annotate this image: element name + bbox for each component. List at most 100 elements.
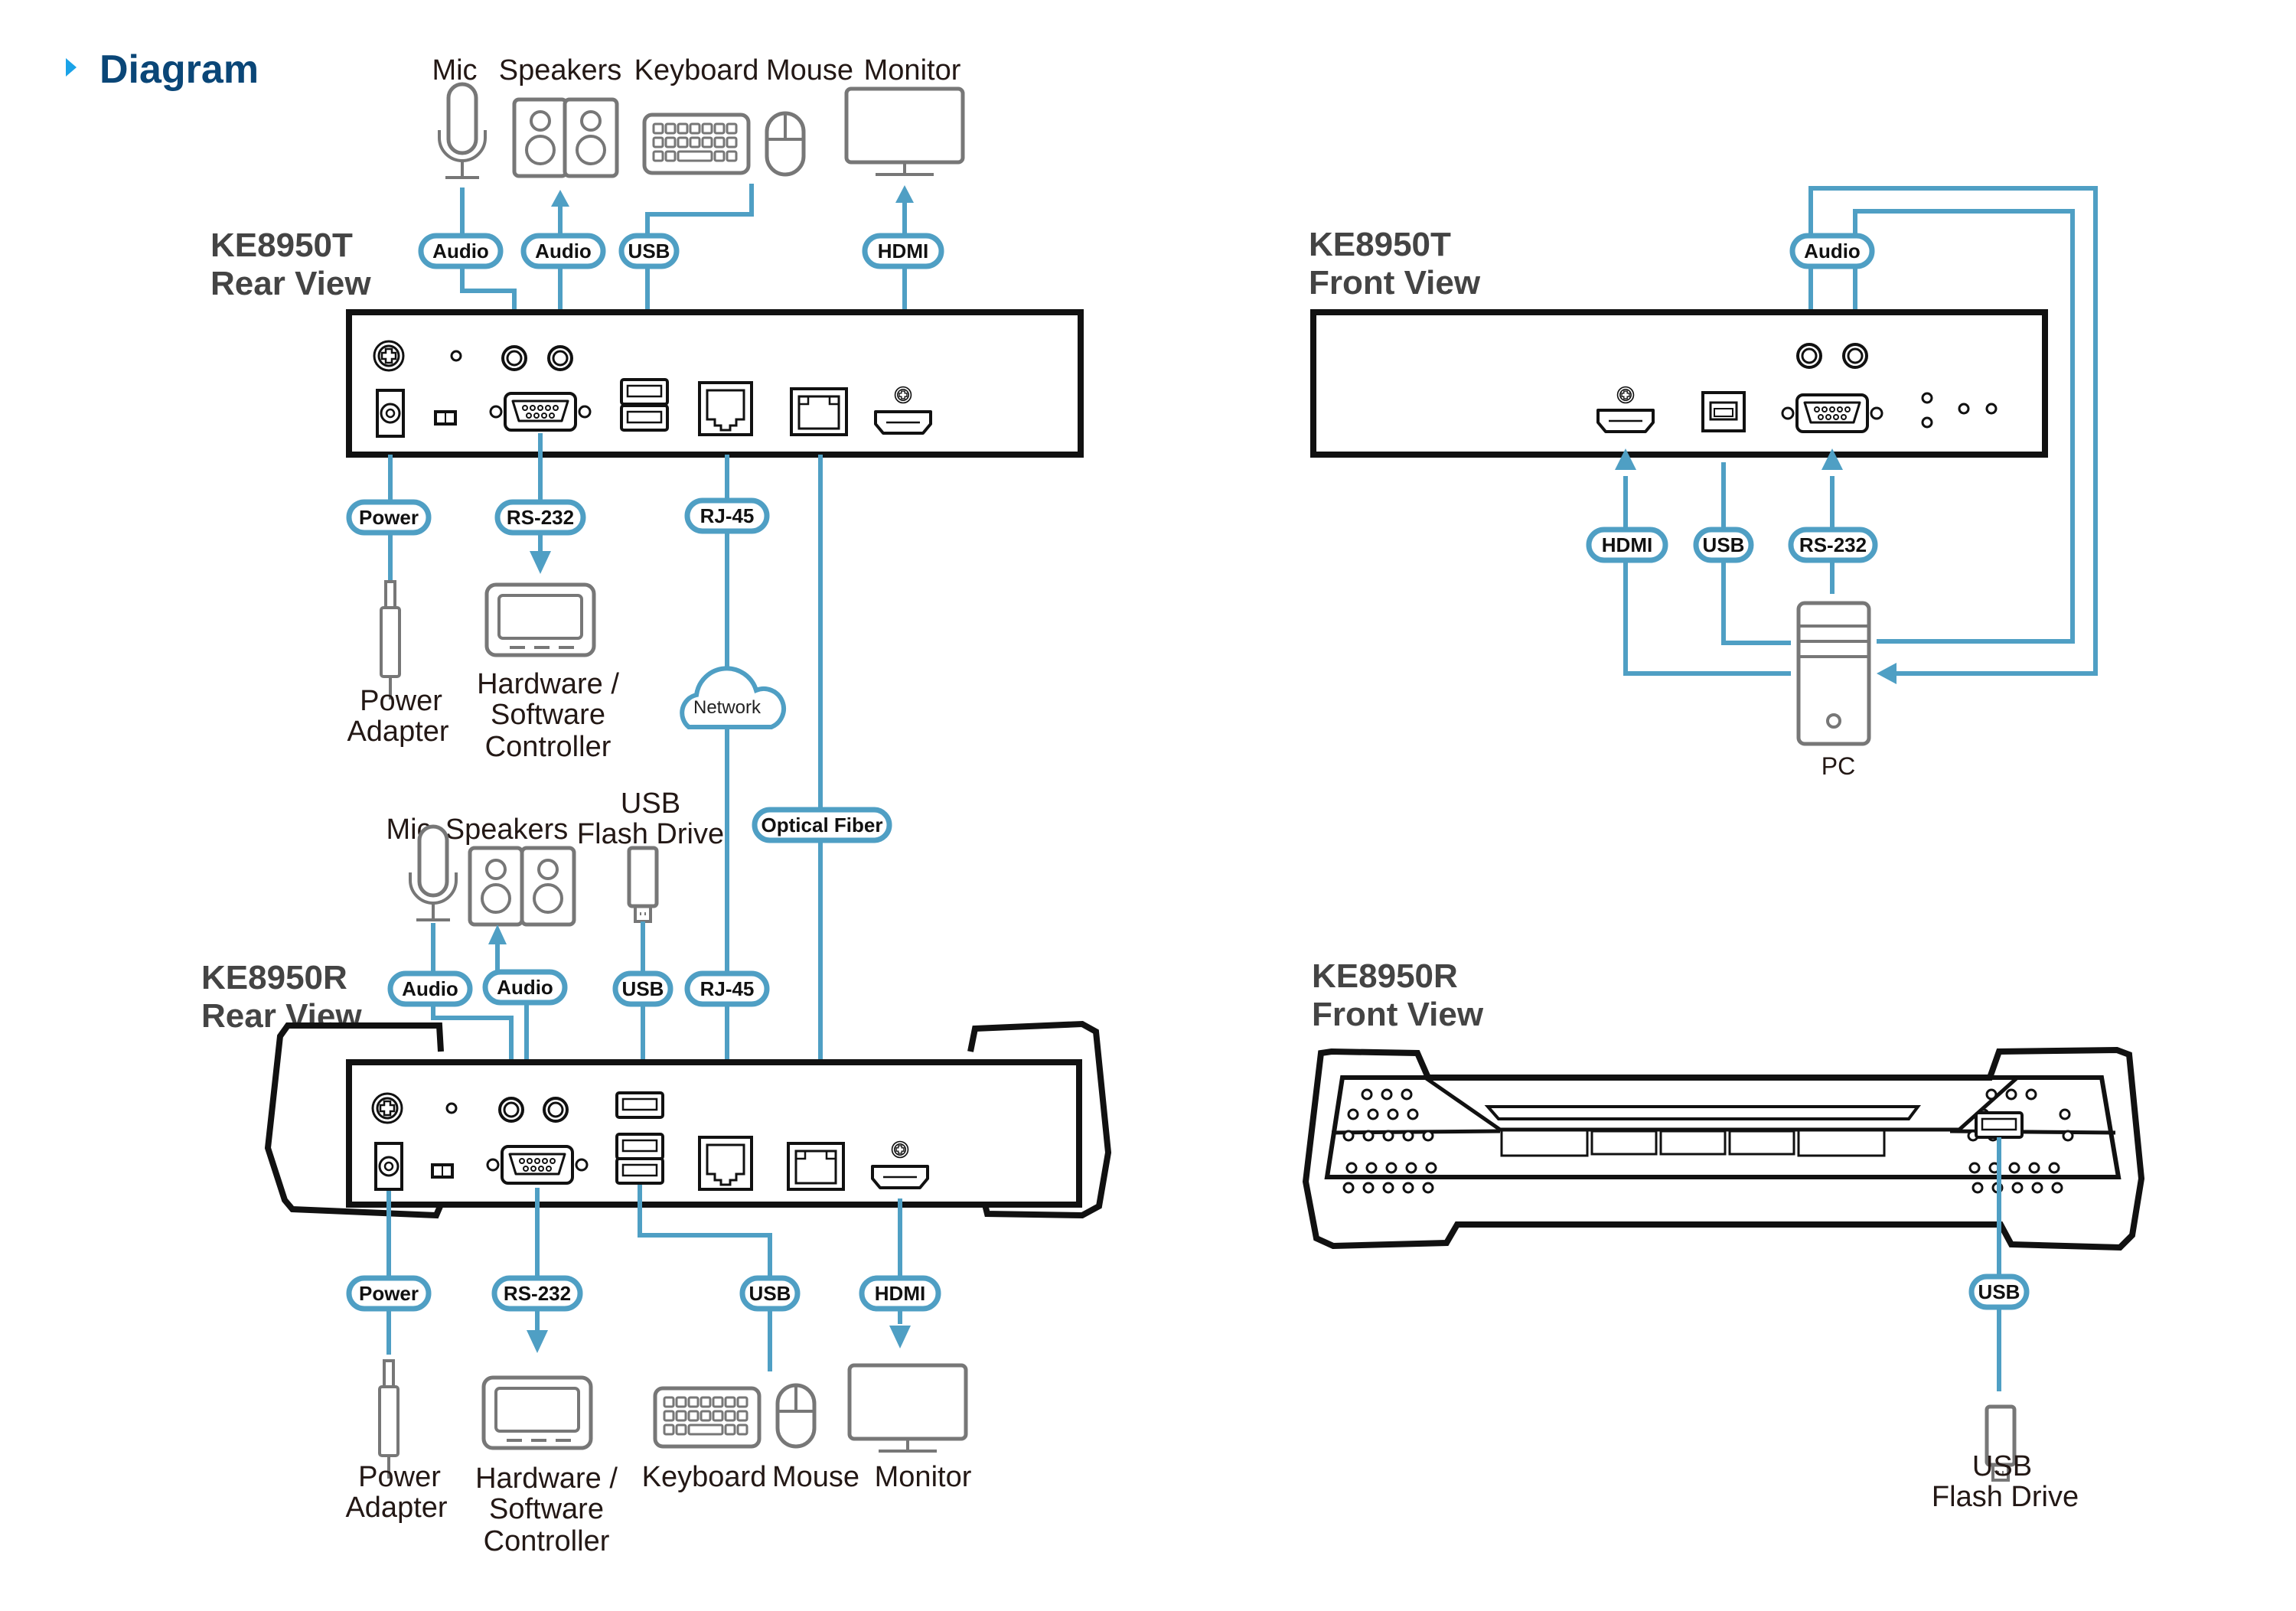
section-header: Diagram [66, 47, 259, 92]
hdmi-ground-icon [894, 386, 912, 404]
ke8950t-front-chassis [1310, 309, 2048, 458]
front-audio-in-port [1796, 343, 1822, 369]
front-rs232-port [1781, 393, 1883, 433]
controller-label-3: Controller [485, 731, 612, 763]
ke8950r-rear-model: KE8950R [201, 959, 347, 996]
vent-holes-left [1342, 1088, 1437, 1194]
mouse-icon [767, 113, 804, 174]
audio-in-port-r [498, 1097, 524, 1123]
monitor-label-r: Monitor [875, 1461, 972, 1493]
svg-text:USB: USB [1703, 533, 1745, 556]
speakers-label-r: Speakers [445, 814, 569, 846]
cable-audio-out-r: Audio [482, 969, 568, 1006]
svg-text:USB: USB [622, 977, 664, 1000]
hdmi-port-r [871, 1165, 929, 1189]
keyboard-icon-r [655, 1388, 759, 1446]
rj45-port [698, 381, 753, 436]
front-usb-b-port [1701, 391, 1746, 432]
controller-icon-r [484, 1378, 591, 1448]
svg-text:Audio: Audio [402, 977, 458, 1000]
usb-port-2 [620, 404, 669, 432]
svg-text:HDMI: HDMI [878, 240, 928, 263]
bullet-triangle-icon [66, 58, 77, 77]
network-cloud-icon [680, 666, 786, 729]
controller-icon [487, 585, 594, 655]
dip-switch-r [431, 1163, 454, 1179]
cable-usb: USB [618, 233, 680, 269]
page-title: Diagram [99, 47, 259, 92]
ke8950r-front-view: KE8950R Front View USB USB Fla [1302, 957, 2145, 1513]
rs232-port-r [486, 1145, 589, 1185]
power-port [376, 389, 405, 438]
monitor-label: Monitor [864, 54, 961, 86]
cable-audio-out: Audio [520, 233, 606, 269]
svg-text:RS-232: RS-232 [507, 506, 574, 529]
rj45-port-r [698, 1136, 753, 1191]
cable-optical-fiber: Optical Fiber [752, 807, 892, 843]
power-adapter-label-r-2: Adapter [345, 1492, 447, 1524]
controller-label-r-3: Controller [484, 1525, 610, 1557]
optical-fiber-port [790, 387, 848, 436]
ke8950r-rear-view: KE8950R Rear View Mic Speakers USB Flash… [201, 788, 1112, 1557]
cable-hdmi: HDMI [862, 233, 944, 269]
front-usb-port-r [1975, 1111, 2024, 1139]
cable-rj45-r: RJ-45 [684, 970, 770, 1007]
network-label: Network [693, 697, 762, 718]
front-audio-out-port [1842, 343, 1868, 369]
pc-tower-icon [1799, 603, 1869, 744]
mic-label: Mic [432, 54, 477, 86]
speaker-right-icon [565, 99, 617, 176]
power-adapter-icon [380, 580, 401, 701]
optical-fiber-port-r [787, 1142, 845, 1191]
svg-text:RJ-45: RJ-45 [700, 977, 755, 1000]
keyboard-label-r: Keyboard [642, 1461, 767, 1493]
svg-text:Power: Power [359, 506, 419, 529]
usb-flash-label-front-2: Flash Drive [1932, 1481, 2079, 1513]
front-hdmi-port [1596, 409, 1655, 433]
svg-text:Optical Fiber: Optical Fiber [762, 814, 883, 836]
svg-text:USB: USB [628, 240, 670, 263]
svg-text:Power: Power [359, 1282, 419, 1305]
cable-hdmi-front: HDMI [1586, 527, 1668, 563]
controller-label: Hardware / [477, 668, 619, 700]
audio-in-port [501, 345, 527, 371]
cable-audio-in: Audio [418, 233, 504, 269]
controller-label-2: Software [491, 699, 605, 731]
power-port-r [374, 1142, 403, 1191]
ke8950t-rear-model: KE8950T [210, 227, 353, 264]
cable-usb-r-bottom: USB [739, 1275, 801, 1312]
svg-text:USB: USB [749, 1282, 791, 1305]
ke8950t-front-view: KE8950T Front View Audio HDMI USB RS-232… [1309, 186, 2098, 780]
microphone-icon [439, 84, 485, 178]
power-adapter-label-r: Power [358, 1461, 441, 1493]
dip-switch [434, 410, 457, 426]
svg-text:Audio: Audio [535, 240, 592, 263]
usb-port-1 [620, 378, 669, 406]
front-hdmi-ground-icon [1616, 386, 1635, 404]
ke8950t-rear-view-label: Rear View [210, 265, 371, 302]
svg-text:RJ-45: RJ-45 [700, 504, 755, 527]
usb-port-r-2 [615, 1133, 664, 1160]
cable-rs232-r: RS-232 [491, 1275, 583, 1312]
cable-power-r: Power [346, 1275, 432, 1312]
ke8950t-rear-view: KE8950T Rear View Mic Speakers Keyboard … [210, 54, 1084, 987]
ke8950t-front-view-label: Front View [1309, 264, 1481, 302]
speaker-right-icon-r [522, 848, 574, 925]
usb-flash-drive-icon-r [629, 848, 657, 921]
svg-text:RS-232: RS-232 [504, 1282, 571, 1305]
speakers-label: Speakers [499, 54, 622, 86]
ke8950r-front-view-label: Front View [1312, 996, 1484, 1033]
svg-text:Audio: Audio [1804, 240, 1861, 263]
usb-flash-label-r: USB [621, 788, 680, 820]
usb-port-r-3 [615, 1157, 664, 1185]
cable-usb-r: USB [612, 970, 673, 1007]
ke8950r-front-model: KE8950R [1312, 957, 1458, 995]
cable-hdmi-r: HDMI [859, 1275, 941, 1312]
monitor-icon-r [850, 1365, 966, 1451]
usb-flash-label-front: USB [1972, 1450, 2032, 1482]
controller-label-r-2: Software [489, 1493, 604, 1525]
power-adapter-label: Power [360, 685, 442, 717]
speaker-left-icon [514, 99, 566, 176]
